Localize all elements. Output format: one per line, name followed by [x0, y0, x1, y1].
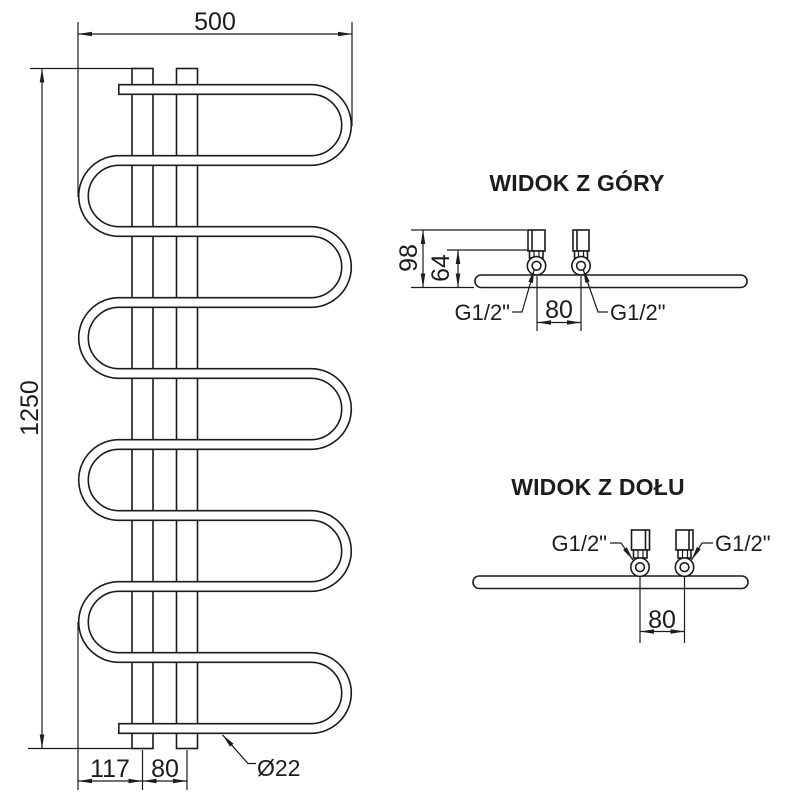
valve-right-bottom-view — [674, 529, 695, 578]
dimension-64: 64 — [427, 250, 461, 288]
thread-label-text: G1/2" — [610, 300, 666, 325]
dimension-rail-offset: 117 — [78, 755, 143, 784]
valve-union-outer — [629, 557, 650, 578]
valve-union-inner — [575, 260, 587, 271]
valve-body — [527, 229, 546, 252]
thread-label-text: G1/2" — [715, 531, 771, 556]
top-view-pipe-bar — [474, 274, 748, 289]
front-view: 500 1250 117 80 Ø22 — [16, 8, 353, 790]
serpentine-pipe-outline — [77, 83, 353, 735]
valve-collar — [677, 549, 692, 559]
valve-union-inner — [531, 260, 542, 271]
leader-thread-right — [582, 268, 608, 313]
dimension-80-bottom-view: 80 — [640, 606, 685, 634]
valve-union-inner — [634, 561, 646, 573]
valve-union-outer — [570, 255, 591, 276]
valve-body — [630, 529, 651, 551]
bottom-view-pipe-bar — [472, 575, 749, 590]
dim-value-117: 117 — [90, 755, 130, 783]
bottom-view: WIDOK Z DOŁU 80 — [472, 474, 771, 643]
dim-value-64: 64 — [427, 254, 455, 282]
valve-right-top-view — [570, 229, 591, 276]
thread-label-text: G1/2" — [551, 531, 607, 556]
dim-value-98: 98 — [395, 244, 423, 272]
dimension-width: 500 — [78, 8, 352, 37]
dim-value-80-top-view: 80 — [545, 296, 573, 324]
extension-lines-front — [28, 22, 353, 790]
thread-label-right-top-view: G1/2" — [582, 268, 666, 325]
valve-union-inner — [679, 561, 690, 573]
valve-body — [675, 529, 694, 551]
valve-left-top-view — [526, 229, 547, 276]
dimension-98: 98 — [395, 230, 426, 288]
dim-value-500: 500 — [194, 8, 236, 36]
leader-thread-left — [512, 268, 536, 313]
valve-body — [572, 229, 590, 252]
dim-value-1250: 1250 — [16, 380, 44, 436]
thread-label-left-bottom-view: G1/2" — [551, 531, 634, 561]
label-pipe-diameter: Ø22 — [222, 734, 300, 781]
mounting-rail-left — [131, 67, 154, 750]
valve-union-outer — [526, 255, 547, 276]
leader-thread-left — [610, 542, 634, 561]
dimension-height: 1250 — [16, 68, 45, 749]
dim-value-80-bottom-view: 80 — [648, 606, 676, 634]
valve-union-outer — [674, 557, 695, 578]
valve-collar — [632, 549, 648, 559]
dimension-80-top-view: 80 — [537, 296, 581, 325]
thread-label-left-top-view: G1/2" — [454, 268, 536, 325]
leader-pipe-diameter — [222, 734, 256, 765]
mounting-rail-right — [175, 67, 199, 750]
thread-label-right-bottom-view: G1/2" — [690, 531, 771, 561]
valve-left-bottom-view — [629, 529, 651, 578]
thread-label-text: G1/2" — [454, 300, 510, 325]
bottom-view-title: WIDOK Z DOŁU — [511, 474, 685, 500]
top-view-title: WIDOK Z GÓRY — [489, 169, 664, 196]
leader-thread-right — [690, 542, 713, 561]
top-view: WIDOK Z GÓRY — [395, 169, 748, 331]
dimension-rail-spacing: 80 — [142, 755, 187, 784]
dim-value-80-front: 80 — [151, 755, 179, 783]
serpentine-pipe-core — [79, 85, 351, 733]
pipe-diameter-text: Ø22 — [257, 755, 300, 781]
